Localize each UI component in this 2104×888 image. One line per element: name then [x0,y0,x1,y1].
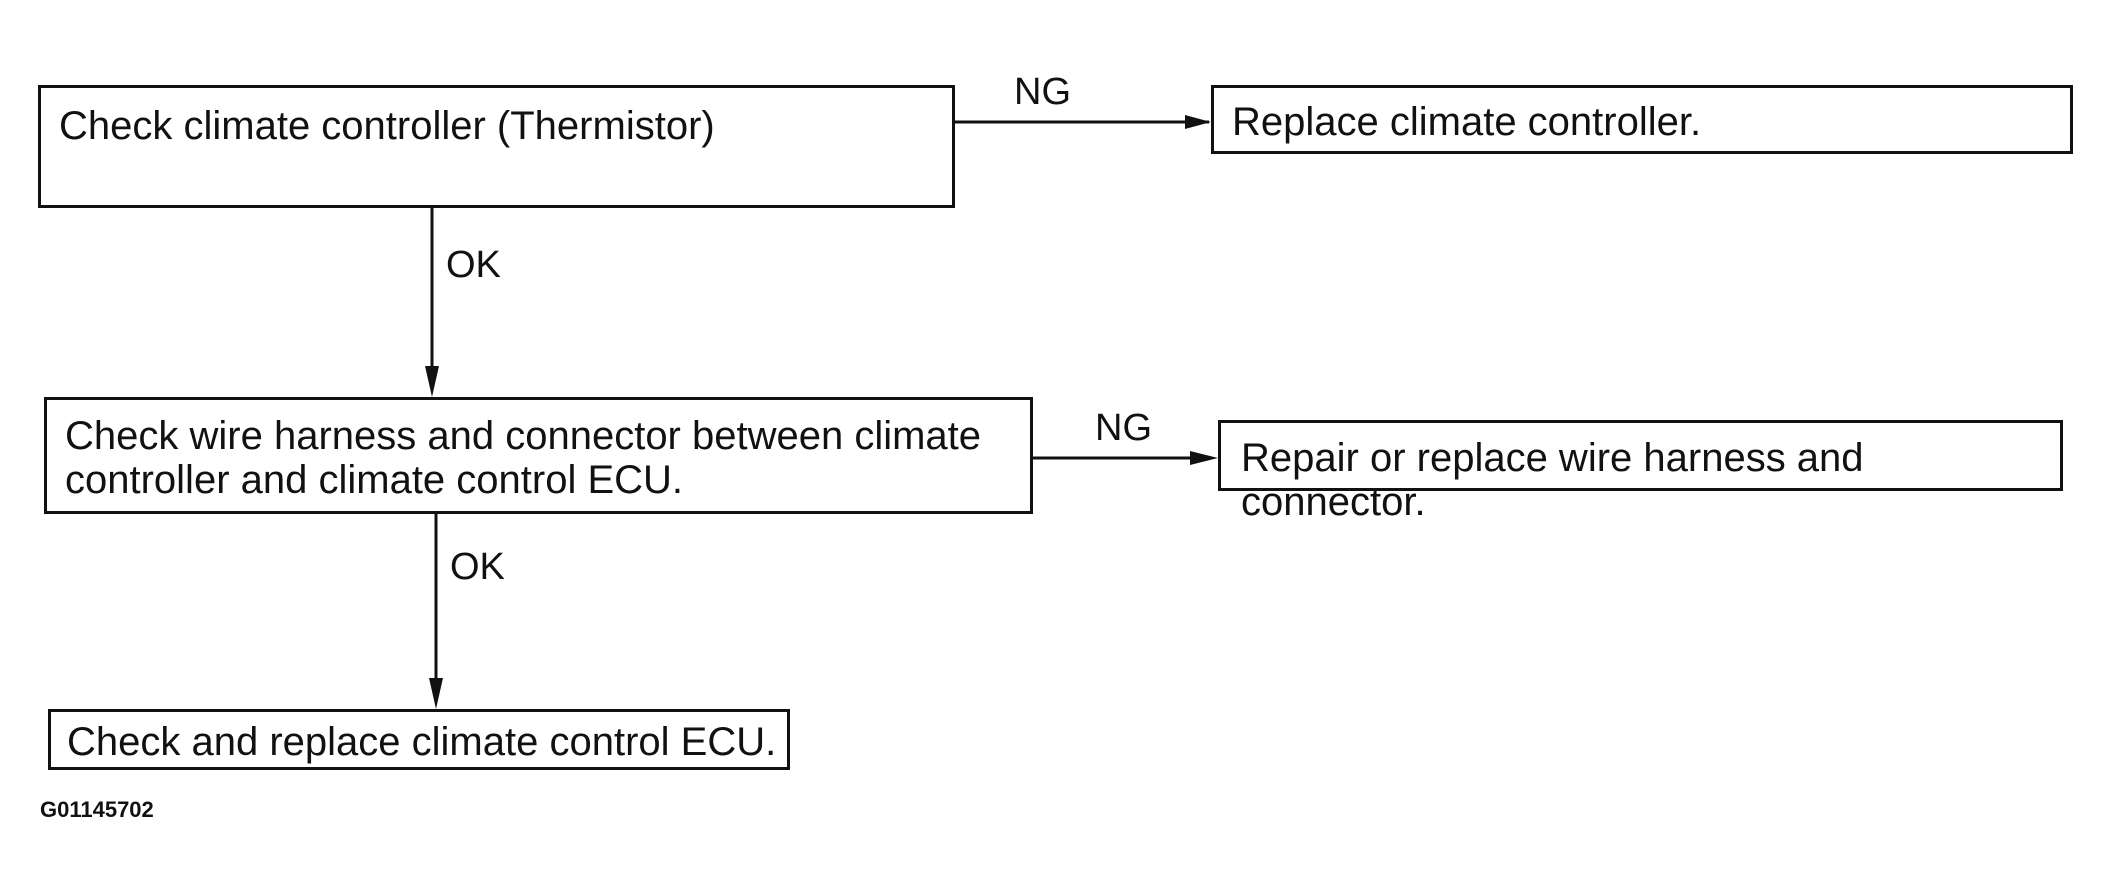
step-replace-controller: Replace climate controller. [1211,85,2073,154]
branch-label-ok-2: OK [450,546,505,588]
step-repair-wire-harness: Repair or replace wire harness and conne… [1218,420,2063,524]
step-check-thermistor-text: Check climate controller (Thermistor) [59,104,715,148]
arrowhead-ng-1 [1185,115,1211,129]
figure-id: G01145702 [40,797,154,822]
branch-label-ok-1: OK [446,244,501,286]
branch-label-ng-2: NG [1095,407,1152,449]
step-replace-ecu-text: Check and replace climate control ECU. [67,720,777,764]
arrowhead-ng-2 [1190,451,1218,465]
step-replace-ecu: Check and replace climate control ECU. [48,709,790,770]
arrowhead-ok-2 [429,678,443,709]
step-replace-controller-text: Replace climate controller. [1232,100,1702,144]
arrowhead-ok-1 [425,366,439,397]
step-repair-wire-harness-text: Repair or replace wire harness and conne… [1241,436,1864,524]
step-check-wire-harness: Check wire harness and connector between… [44,397,1033,514]
step-check-wire-harness-text: Check wire harness and connector between… [65,414,982,502]
step-check-thermistor: Check climate controller (Thermistor) [38,85,955,208]
branch-label-ng-1: NG [1014,71,1071,113]
